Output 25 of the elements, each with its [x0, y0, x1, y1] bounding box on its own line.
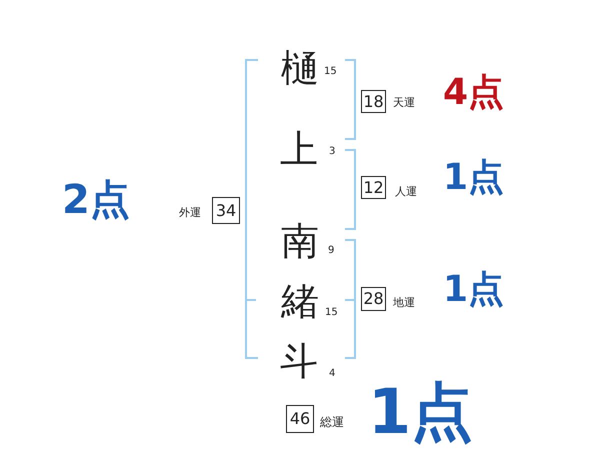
fortune-label: 外運: [179, 207, 201, 218]
sum-box: 28: [361, 287, 386, 311]
fortune-label: 人運: [395, 186, 417, 197]
sum-box: 12: [361, 176, 386, 199]
sum-box: 18: [361, 90, 386, 113]
name-character: 上: [280, 130, 318, 168]
sum-box: 34: [212, 197, 240, 224]
fortune-label: 地運: [393, 297, 415, 308]
fortune-label: 天運: [393, 97, 415, 108]
stroke-count: 3: [329, 147, 336, 157]
name-character: 南: [281, 222, 319, 260]
fortune-label: 総運: [320, 416, 344, 428]
name-character: 斗: [280, 342, 318, 380]
score-text: 2点: [62, 180, 130, 220]
stroke-count: 4: [329, 369, 336, 379]
stroke-count: 15: [325, 308, 338, 318]
score-text: 1点: [443, 272, 504, 308]
score-text: 1点: [443, 160, 504, 196]
stroke-count: 9: [328, 246, 334, 256]
score-text: 1点: [368, 381, 474, 443]
name-character: 樋: [281, 49, 319, 87]
stroke-count: 15: [324, 67, 337, 77]
score-text: 4点: [443, 75, 504, 111]
name-character: 緒: [281, 282, 319, 320]
sum-box: 46: [286, 405, 314, 433]
